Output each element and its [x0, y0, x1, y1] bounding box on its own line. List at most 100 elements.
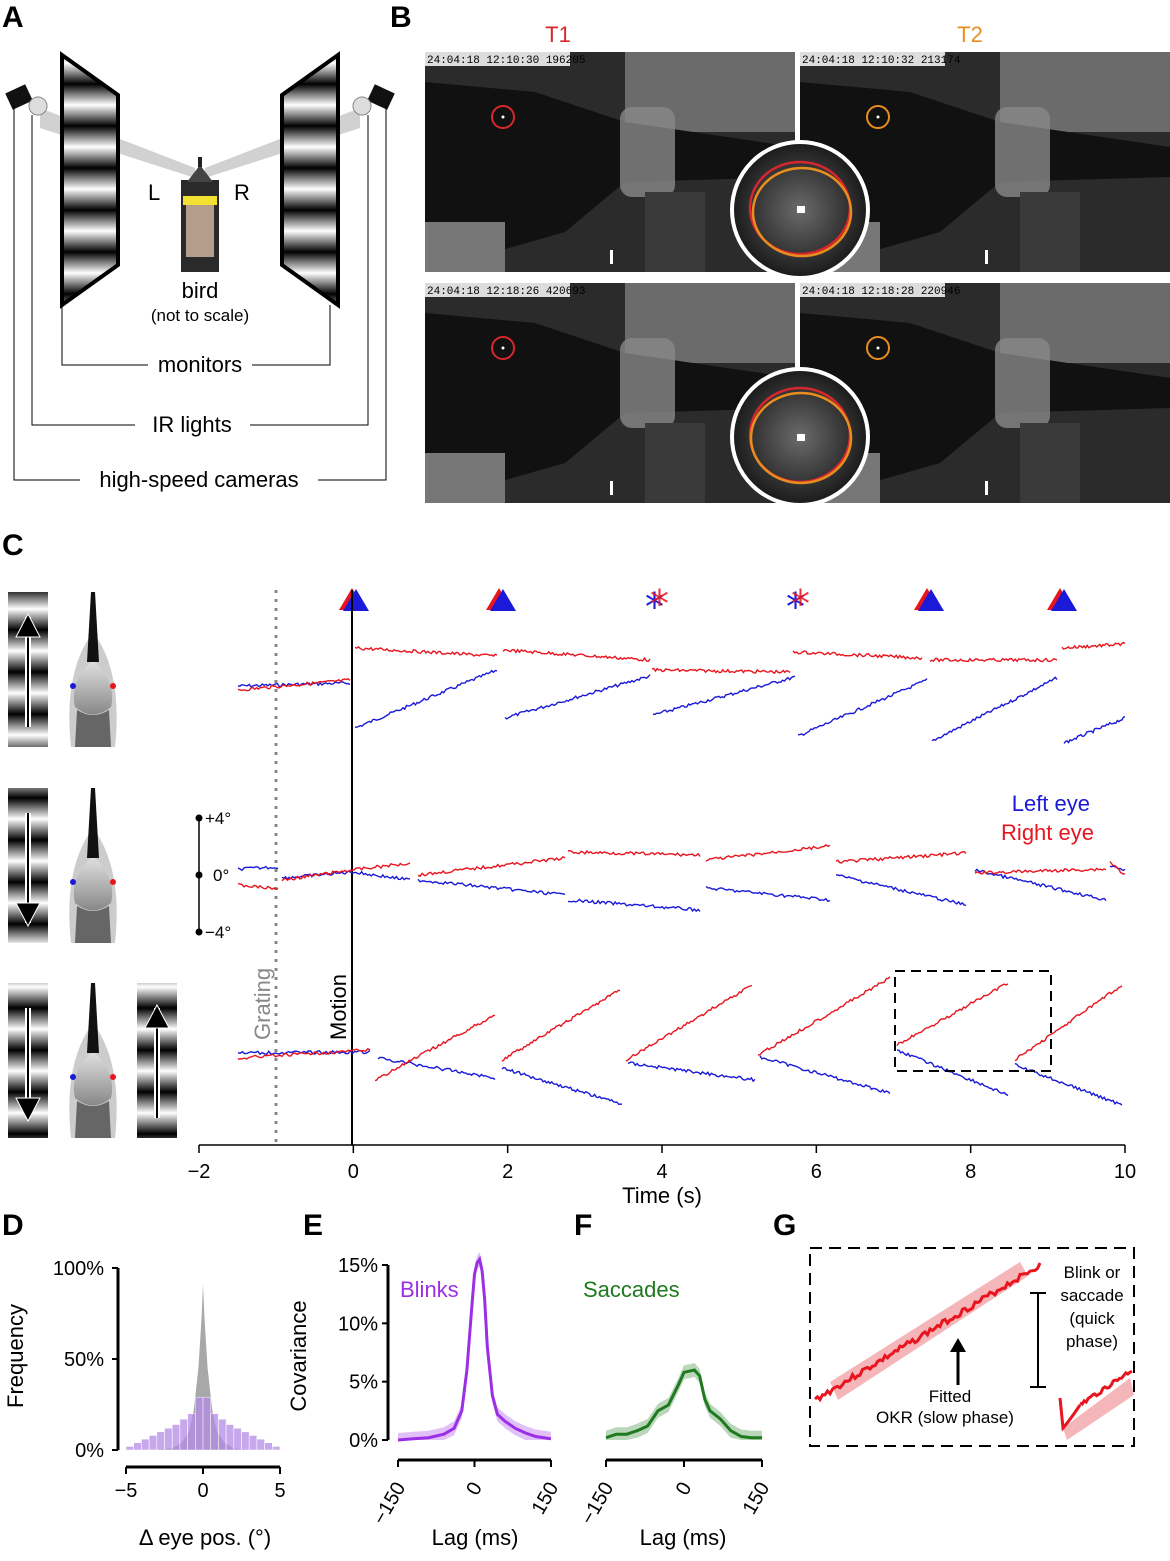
histogram-bar — [248, 1435, 258, 1451]
x-tick-label: −5 — [115, 1480, 138, 1502]
right-eye-trace — [757, 976, 891, 1056]
holder — [645, 423, 705, 503]
x-tick-label: 8 — [965, 1161, 976, 1183]
left-eye-trace — [931, 676, 1058, 742]
feathers — [425, 453, 505, 503]
title-blinks: Blinks — [400, 1277, 459, 1302]
right-eye-trace — [238, 1047, 371, 1060]
panel-label-a: A — [2, 1, 24, 34]
histogram-bar — [241, 1431, 250, 1451]
bird-beak — [87, 983, 99, 1053]
ir-light-left-icon — [28, 96, 48, 116]
y-tick-label: 100% — [53, 1258, 104, 1280]
bird-body — [75, 906, 111, 943]
arrow-down-icon — [15, 1097, 41, 1123]
label-okr: OKR (slow phase) — [876, 1408, 1014, 1427]
scale-mark — [610, 481, 613, 495]
right-eye-trace — [567, 849, 701, 857]
axis-label-lag-e: Lag (ms) — [432, 1525, 519, 1550]
bird-head — [425, 313, 795, 503]
right-eye-trace — [974, 867, 1107, 875]
legend-right-eye: Right eye — [1001, 820, 1094, 845]
label-monitors: monitors — [158, 352, 242, 377]
label-cameras: high-speed cameras — [99, 467, 298, 492]
bird-topview-icon — [69, 592, 117, 747]
x-tick-label: 0 — [348, 1161, 359, 1183]
timestamp: 24:04:18 12:18:28 220946 — [802, 286, 960, 298]
x-tick-label: −2 — [188, 1161, 211, 1183]
y-tick-label: 10% — [338, 1313, 378, 1335]
tube — [995, 107, 1050, 197]
grating-stimulus — [8, 788, 48, 943]
left-eye-trace — [627, 1061, 756, 1083]
left-eye-trace — [835, 874, 967, 907]
blink-marker-right: * — [650, 582, 669, 626]
bird-head — [425, 82, 795, 272]
scale-bot: −4° — [205, 923, 231, 942]
camera-left-icon — [5, 84, 33, 110]
right-eye-dot — [110, 1074, 116, 1080]
axis-label-covariance: Covariance — [286, 1300, 311, 1411]
left-eye-trace — [377, 1056, 496, 1081]
blink-marker-left: * — [645, 585, 664, 629]
label-left: L — [148, 180, 160, 205]
zoom-box — [894, 970, 1052, 1072]
fit-band-2 — [1063, 1378, 1134, 1440]
x-tick-label: −150 — [577, 1479, 619, 1529]
x-tick-label: 5 — [274, 1480, 285, 1502]
right-eye-trace — [374, 1014, 496, 1082]
axis-label-eye-pos: Δ eye pos. (°) — [139, 1525, 271, 1550]
right-eye-trace — [792, 650, 923, 661]
scale-bar: +4° 0° −4° — [195, 809, 231, 942]
right-eye-trace — [502, 648, 651, 663]
video-frame: 24:04:18 12:18:26 420693 — [425, 283, 795, 503]
eye-traces — [237, 641, 1126, 1106]
tube — [995, 338, 1050, 428]
scale-mark — [985, 250, 988, 264]
timestamp: 24:04:18 12:10:32 213174 — [802, 55, 961, 67]
bird-topview-icon — [69, 983, 117, 1138]
right-eye-trace — [896, 983, 1009, 1047]
scale-mark — [610, 250, 613, 264]
left-eye-trace — [652, 675, 796, 716]
eye-dot — [876, 346, 880, 350]
label-quick-3: (quick — [1069, 1309, 1115, 1328]
panel-label-b: B — [390, 1, 412, 34]
right-eye-trace — [281, 869, 353, 882]
x-tick-label: −150 — [369, 1479, 411, 1529]
connector-lines — [13, 105, 387, 481]
left-saccade-marker — [1051, 589, 1077, 611]
quick-phase — [1058, 1397, 1082, 1432]
left-eye-trace — [504, 674, 651, 720]
event-markers: **** — [339, 582, 1077, 629]
panel-a: A L R bird (not to scale) — [2, 1, 395, 492]
panel-label-e: E — [303, 1209, 323, 1242]
panel-label-c: C — [2, 529, 24, 562]
label-quick-1: Blink or — [1064, 1263, 1121, 1282]
timestamp-bg — [800, 283, 945, 297]
histogram-bar — [148, 1435, 158, 1451]
y-tick-label: 0% — [349, 1430, 378, 1452]
ir-light-right-icon — [352, 96, 372, 116]
eye-dot — [876, 115, 880, 119]
title-saccades: Saccades — [583, 1277, 680, 1302]
right-eye-trace — [237, 678, 351, 692]
right-eye-trace — [1061, 641, 1126, 650]
series-line — [397, 1255, 552, 1442]
panel-label-d: D — [2, 1209, 24, 1242]
histogram-bar — [133, 1442, 142, 1451]
right-eye-trace — [929, 657, 1058, 663]
x-tick-label: 0 — [672, 1479, 697, 1500]
trace-segment — [814, 1262, 1042, 1403]
holder — [1020, 192, 1080, 272]
x-tick-label: 4 — [656, 1161, 667, 1183]
left-saccade-marker — [918, 589, 944, 611]
label-bird-note: (not to scale) — [151, 306, 249, 325]
camera-right-icon — [367, 84, 395, 110]
grating-stimulus — [8, 983, 48, 1138]
tube — [620, 107, 675, 197]
histogram-bar — [264, 1442, 273, 1451]
